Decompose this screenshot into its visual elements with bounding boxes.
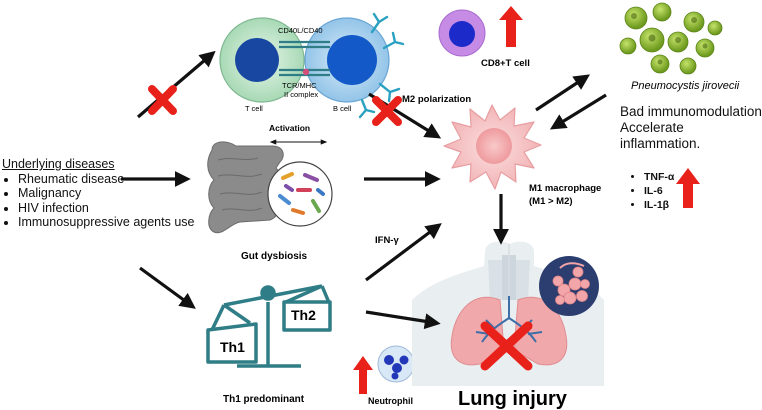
cd8-nucleus: [449, 21, 475, 47]
underlying-diseases-header: Underlying diseases: [2, 157, 115, 171]
t-cell-label: T cell: [245, 104, 263, 113]
lung-icon: [412, 241, 604, 386]
cd8-cell-group: CD8+T cell: [438, 6, 530, 69]
pneumocystis-icon: [619, 2, 723, 75]
note-line: Accelerate inflammation.: [620, 120, 701, 151]
mhc-peptide: [302, 68, 310, 76]
gut-label: Gut dysbiosis: [241, 251, 308, 262]
list-item: Rheumatic disease: [18, 172, 194, 187]
tcr-label-1: TCR/MHC: [282, 81, 317, 90]
th2-label: Th2: [291, 307, 316, 323]
cd40-label: CD40L/CD40: [278, 26, 323, 35]
cytokine-up-arrow: [676, 168, 700, 208]
cytokine-item: IL-6: [644, 184, 674, 198]
underlying-diseases-list: Rheumatic disease Malignancy HIV infecti…: [2, 172, 194, 230]
antibody-icons: [358, 12, 405, 119]
lung-red-cross-icon: [480, 321, 533, 371]
cd8-label: CD8+T cell: [481, 58, 530, 69]
list-item: Immunosuppressive agents use: [18, 215, 194, 230]
underlying-diseases-block: Underlying diseases Rheumatic disease Ma…: [2, 157, 194, 230]
cytokine-list: TNF-α IL-6 IL-1β: [630, 170, 674, 212]
arrow-th-to-macrophage: [365, 223, 442, 282]
arrow-macrophage-to-pathogen: [535, 74, 591, 112]
neutrophil-label: Neutrophil: [368, 396, 413, 406]
neutrophil-icon: [377, 345, 415, 383]
lung-injury-label: Lung injury: [458, 388, 568, 410]
note-line: Bad immunomodulation: [620, 104, 762, 119]
activation-label: Activation: [269, 123, 310, 133]
cytokine-item: TNF-α: [644, 170, 674, 184]
pathogen-label: Pneumocystis jirovecii: [631, 80, 740, 92]
gut-icon: [207, 141, 333, 234]
tcr-label-2: II complex: [284, 90, 318, 99]
ifn-gamma-label: IFN-γ: [375, 235, 399, 246]
macrophage-icon: [443, 104, 542, 190]
th-balance-icon: [206, 284, 332, 368]
t-cell-b-cell-group: CD40L/CD40 TCR/MHC II complex T cell B c…: [219, 12, 405, 145]
list-item: Malignancy: [18, 186, 194, 201]
b-cell-nucleus: [327, 35, 377, 85]
neutrophil-up-arrow: [353, 356, 373, 394]
arrow-th-to-lung: [365, 310, 441, 330]
list-item: HIV infection: [18, 201, 194, 216]
arrow-underlying-to-tcells: [136, 50, 216, 119]
th1-label: Th1: [220, 339, 245, 355]
cd8-up-arrow: [499, 6, 523, 47]
m1-ratio-label: (M1 > M2): [529, 196, 573, 207]
m1-macrophage-label: M1 macrophage: [529, 183, 601, 194]
red-cross-icon-2: [372, 96, 402, 126]
cytokine-item: IL-1β: [644, 198, 674, 212]
th-predominant-label: Th1 predominant: [223, 394, 305, 405]
m2-polarization-label: M2 polarization: [402, 94, 471, 105]
immunomodulation-notes: Bad immunomodulation Accelerate inflamma…: [620, 104, 762, 152]
t-cell-nucleus: [235, 38, 279, 82]
arrow-pathogen-to-macrophage: [549, 93, 607, 130]
b-cell-label: B cell: [333, 104, 352, 113]
pathway-arrows: [121, 50, 607, 330]
red-cross-icon-1: [148, 85, 177, 115]
arrow-underlying-to-th: [139, 266, 196, 309]
